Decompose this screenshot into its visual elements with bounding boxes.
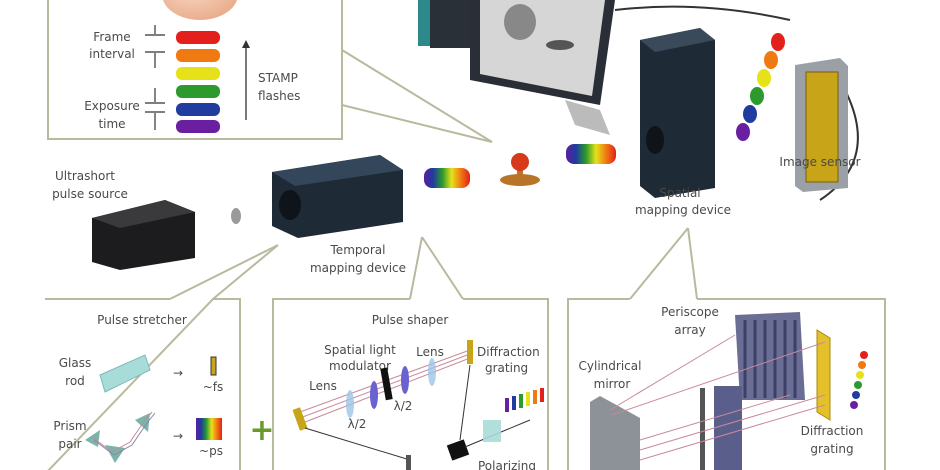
pulse-stretcher-inset: Pulse stretcher Glass rod → ~fs Prism pa… [45,298,241,470]
output-dot [856,371,864,379]
spatial-mapping-label-2: mapping device [635,203,731,217]
sample-image [163,0,237,20]
exposure-time-label: Exposure [84,99,140,113]
spatial-mapping-device: Spatial mapping device [635,28,731,217]
computer-monitor [418,0,859,201]
output-stripes [505,388,544,412]
periscope-label-2: array [674,323,705,337]
color-dot [750,87,764,105]
temporal-mapping-label-2: mapping device [310,261,406,275]
polarizing-label: Polarizing [478,459,536,470]
lens-left-label: Lens [309,379,337,393]
periscope-label: Periscope [661,305,719,319]
color-dot [757,69,771,87]
slm-label: Spatial light [324,343,396,357]
frame-interval-label: Frame [93,30,130,44]
grating-label-2: grating [485,361,528,375]
color-dot [743,105,757,123]
temporal-mapping-label: Temporal [330,243,386,257]
color-dot [771,33,785,51]
diffraction-grating-label: Diffraction [801,424,864,438]
output-dot [860,351,868,359]
callout-lines [169,49,698,300]
output-dot [852,391,860,399]
pulse-train-1 [424,168,470,188]
ps-label: ~ps [199,444,223,458]
color-dots [736,33,785,141]
flash-pills [176,31,220,133]
image-sensor-label: Image sensor [779,155,860,169]
stamp-flashes-label-2: flashes [258,89,300,103]
output-stripe [526,392,530,406]
flash-pill [176,85,220,98]
lens-right-label: Lens [416,345,444,359]
frame-interval-label-2: interval [89,47,135,61]
output-stripe [519,394,523,408]
color-dot [764,51,778,69]
image-sensor: Image sensor [779,58,861,192]
exposure-time-label-2: time [98,117,125,131]
output-stripe [505,398,509,412]
arrow-right-icon: → [173,366,183,380]
spatial-mapping-inset: Periscope array Cylindrical mirror Diffr… [567,298,886,470]
output-stripe [533,390,537,404]
diffraction-grating-label-2: grating [810,442,853,456]
output-dot [858,361,866,369]
output-dots [850,351,868,409]
stamp-flashes-label: STAMP [258,71,298,85]
flash-pill [176,103,220,116]
plus-sign: + [249,413,274,448]
color-dot [736,123,750,141]
prism-pair-label: Prism [53,419,86,433]
cylindrical-mirror-label-2: mirror [594,377,631,391]
arrow-up-icon [242,40,250,48]
flash-pill [176,67,220,80]
cylindrical-mirror-label: Cylindrical [579,359,642,373]
flash-pill [176,120,220,133]
ultrashort-pulse-source: Ultrashort pulse source [52,169,241,270]
output-dot [850,401,858,409]
glass-rod-label-2: rod [65,374,85,388]
sample-object [500,153,540,186]
source-label-2: pulse source [52,187,128,201]
output-stripe [540,388,544,402]
pulse-shaper-title: Pulse shaper [372,313,449,327]
flash-pill [176,49,220,62]
grating-label: Diffraction [477,345,540,359]
glass-rod-label: Glass [59,356,92,370]
half-wave-plate-label-2: λ/2 [394,399,413,413]
half-wave-plate-label-1: λ/2 [348,417,367,431]
pulse-stretcher-title: Pulse stretcher [97,313,187,327]
prism-pair-label-2: pair [58,437,81,451]
output-dot [854,381,862,389]
pulse-shaper-inset: Pulse shaper Spatial light modulator Len… [272,298,549,470]
flash-pill [176,31,220,44]
spatial-mapping-label: Spatial [659,186,700,200]
slm-label-2: modulator [329,359,391,373]
fs-label: ~fs [203,380,224,394]
stamp-flashes-inset: Frame interval Exposure time STAMP flash… [47,0,343,140]
arrow-right-icon-2: → [173,429,183,443]
interval-arrows [145,25,165,130]
output-stripe [512,396,516,410]
temporal-mapping-device: Temporal mapping device [272,155,406,275]
pulse-train-2 [566,144,616,164]
source-label: Ultrashort [55,169,115,183]
